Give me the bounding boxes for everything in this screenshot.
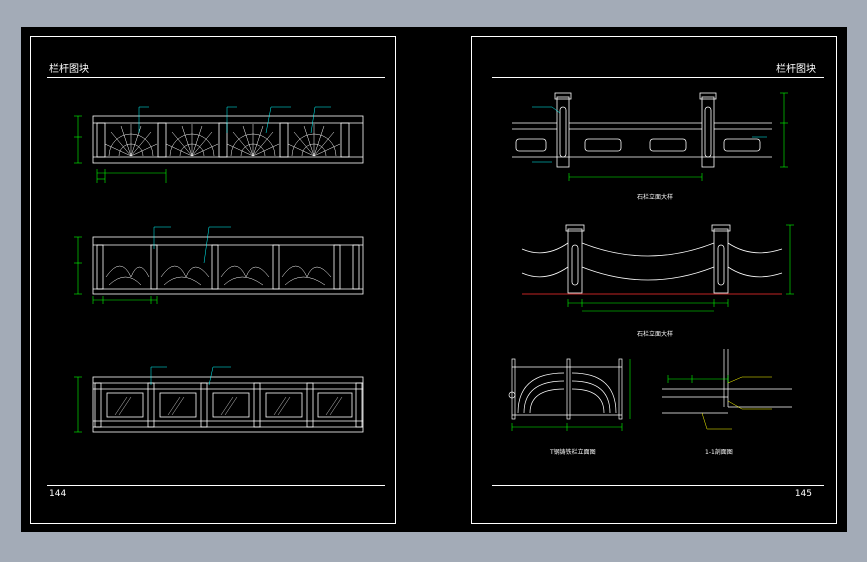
- sheet-right: 栏杆图块 145 石栏立面大样 石栏立面大样 T钢铸铁栏立面图 1-1剖面图: [471, 36, 837, 524]
- title-rule: [492, 77, 824, 78]
- caption-railing-2: 石栏立面大样: [637, 331, 674, 338]
- stone-balustrade-1: [512, 92, 772, 168]
- dimensions-r3: [511, 359, 631, 431]
- leaders-1: [138, 106, 331, 134]
- section-dimensions: [667, 375, 729, 383]
- caption-railing-3: T钢铸铁栏立面图: [550, 449, 596, 456]
- dimensions-3: [74, 376, 82, 433]
- page-number: 144: [49, 489, 67, 499]
- railing-elevation-3: [92, 376, 364, 433]
- leaders-3: [150, 366, 231, 386]
- section-detail: [662, 349, 792, 414]
- caption-railing-1: 石栏立面大样: [637, 194, 674, 201]
- footer-rule: [492, 485, 824, 486]
- sheet-left: 栏杆图块 144: [30, 36, 396, 524]
- leaders-2: [153, 226, 231, 264]
- sheet-title: 栏杆图块: [776, 64, 816, 75]
- stone-post-chain: [521, 224, 783, 294]
- drawing-viewport[interactable]: 栏杆图块 144: [21, 27, 847, 532]
- caption-section: 1-1剖面图: [705, 449, 733, 456]
- railing-drawings-right: [508, 92, 794, 431]
- section-leaders: [701, 376, 772, 430]
- dimensions-r2: [567, 224, 794, 312]
- page-number: 145: [794, 489, 812, 499]
- railing-elevation-2: [92, 236, 364, 295]
- glass-reflections: [114, 396, 343, 416]
- sunburst-panels: [104, 124, 341, 157]
- sheet-title: 栏杆图块: [49, 64, 89, 75]
- railing-elevation-1: [92, 115, 364, 164]
- dimensions-r1: [568, 92, 788, 181]
- leaders-r1: [532, 106, 767, 163]
- footer-rule: [47, 485, 385, 486]
- cast-iron-railing: [508, 358, 623, 420]
- dimensions-1: [74, 115, 167, 183]
- title-rule: [47, 77, 385, 78]
- railing-drawings-left: [74, 106, 364, 433]
- leaf-panels: [105, 265, 332, 286]
- dimensions-2: [74, 236, 158, 304]
